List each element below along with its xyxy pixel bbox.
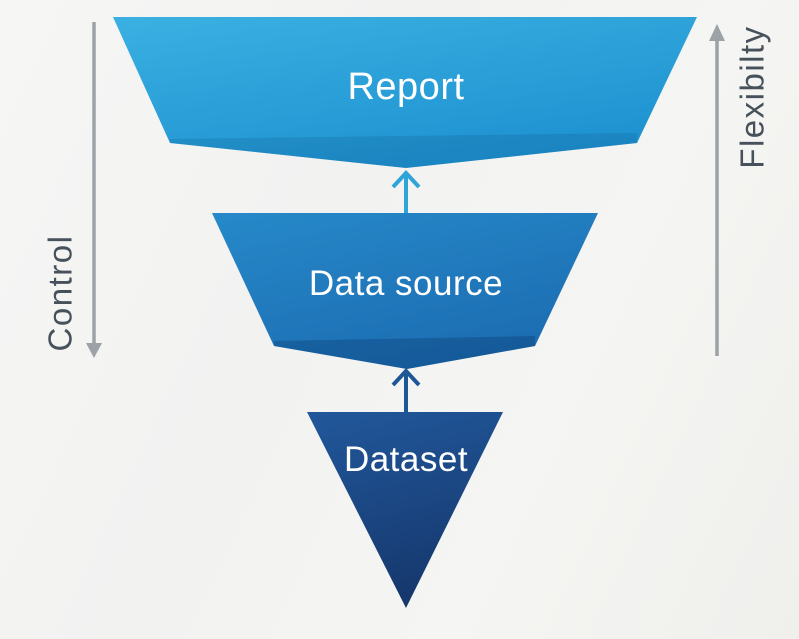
flexibility-axis: Flexibilty [709, 24, 771, 356]
up-arrow-icon [391, 368, 421, 413]
funnel-level-dataset: Dataset [307, 412, 503, 608]
dataset-shape [307, 412, 503, 608]
control-axis: Control [42, 22, 102, 358]
up-arrow-icon [391, 170, 421, 215]
dataset-label: Dataset [344, 440, 468, 479]
funnel-level-report: Report [113, 17, 697, 168]
flexibility-arrow-head-icon [709, 24, 725, 41]
control-axis-label: Control [42, 235, 79, 352]
flexibility-axis-label: Flexibilty [734, 25, 771, 168]
data-source-label: Data source [309, 264, 503, 303]
data-source-shape-fold [274, 336, 535, 369]
connector-source-to-report [391, 170, 421, 215]
data-source-shape [212, 213, 598, 369]
report-shape-fold [170, 133, 637, 168]
report-shape [113, 17, 697, 168]
control-arrow-head-icon [86, 343, 102, 358]
connector-dataset-to-source [391, 368, 421, 413]
report-label: Report [347, 66, 464, 108]
funnel-level-data-source: Data source [212, 213, 598, 369]
